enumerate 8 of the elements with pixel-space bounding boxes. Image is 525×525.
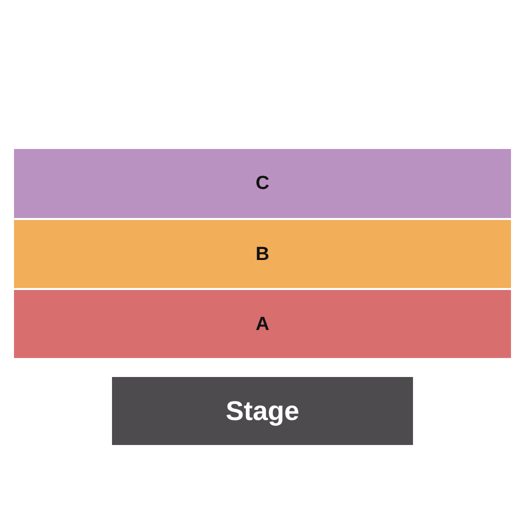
section-label: B [256,244,270,264]
seating-section [14,149,511,218]
seating-section [14,290,511,358]
section-label: A [256,314,270,334]
section-label: C [256,174,270,193]
stage-block [112,377,413,445]
stage-label: Stage [226,398,300,424]
seating-section [14,220,511,288]
